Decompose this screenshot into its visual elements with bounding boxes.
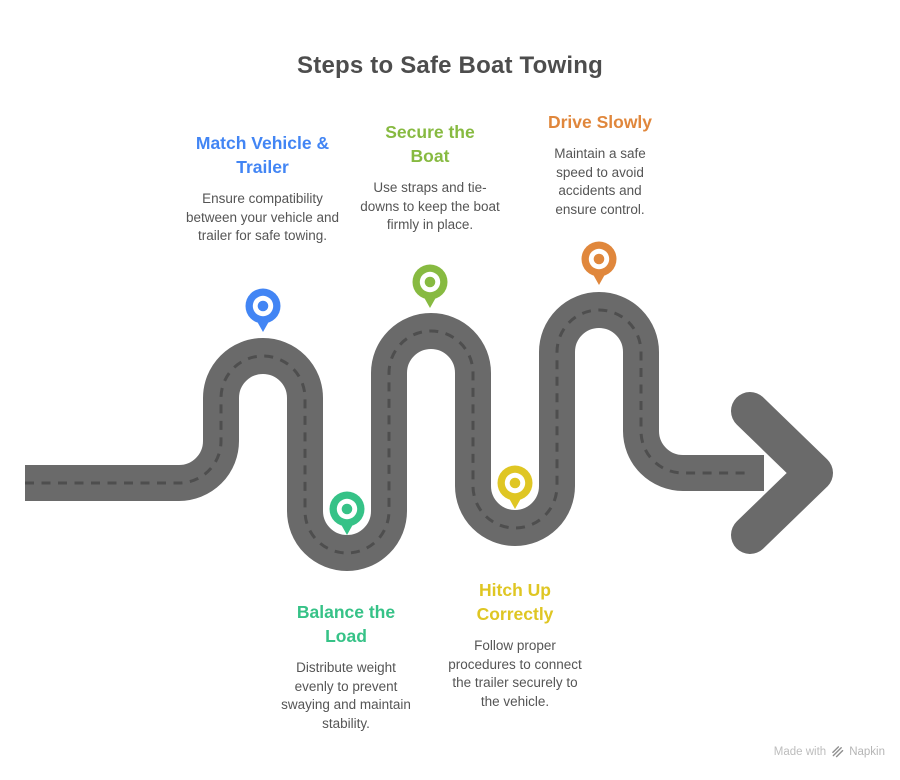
step-5-title: Hitch Up Correctly (476, 580, 554, 624)
watermark-prefix: Made with (773, 745, 827, 758)
step-2-description: Use straps and tie-downs to keep the boa… (360, 180, 500, 232)
step-balance-the-load: Balance the Load Distribute weight evenl… (261, 600, 431, 733)
page-title: Steps to Safe Boat Towing (297, 52, 603, 79)
watermark-brand: Napkin (849, 745, 885, 758)
step-secure-the-boat: Secure the Boat Use straps and tie-downs… (355, 120, 505, 235)
map-pin-icon-2 (412, 264, 448, 308)
watermark: Made with Napkin (774, 745, 885, 758)
road-centerline (25, 308, 752, 555)
napkin-logo-icon (832, 746, 844, 758)
map-pin-icon-5 (497, 465, 533, 509)
step-3-title: Drive Slowly (547, 112, 653, 132)
step-1-description: Ensure compatibility between your vehicl… (185, 191, 340, 243)
step-4-title: Balance the Load (296, 602, 396, 646)
road-arrowhead-icon (731, 392, 833, 554)
road-path (25, 292, 764, 571)
step-1-title: Match Vehicle & Trailer (195, 133, 330, 177)
map-pin-icon-4 (329, 491, 365, 535)
step-5-description: Follow proper procedures to connect the … (448, 638, 582, 709)
map-pin-icon-3 (581, 241, 617, 285)
map-pin-icon-1 (245, 288, 281, 332)
step-2-title: Secure the Boat (385, 122, 475, 166)
pin-layer (245, 241, 617, 535)
step-4-description: Distribute weight evenly to prevent sway… (281, 660, 411, 731)
step-hitch-up-correctly: Hitch Up Correctly Follow proper procedu… (435, 578, 595, 711)
step-match-vehicle-trailer: Match Vehicle & Trailer Ensure compatibi… (160, 131, 365, 246)
step-drive-slowly: Drive Slowly Maintain a safe speed to av… (530, 110, 670, 219)
step-3-description: Maintain a safe speed to avoid accidents… (554, 146, 646, 217)
